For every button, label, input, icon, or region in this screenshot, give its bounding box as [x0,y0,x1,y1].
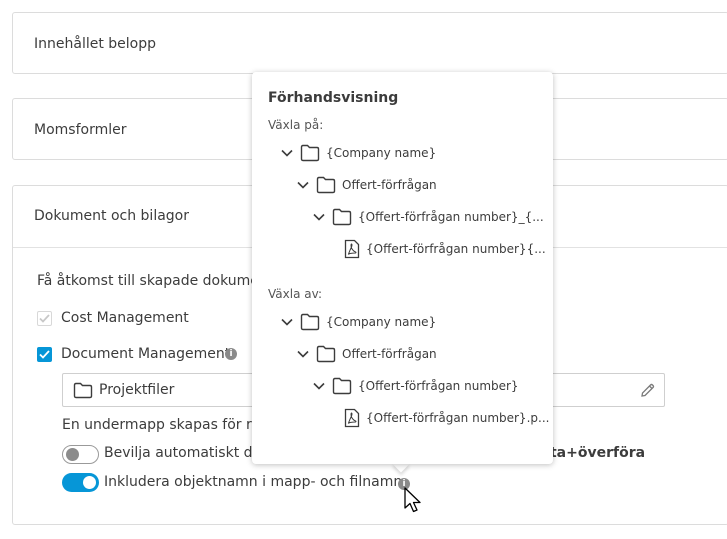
chevron-down-icon [313,213,325,221]
pdf-file-icon [344,239,360,259]
checkmark-icon [39,350,50,359]
chevron-down-icon [281,318,293,326]
toggle-knob [83,476,96,489]
pencil-icon[interactable] [639,382,656,399]
auto-grant-toggle[interactable] [62,445,99,464]
tree-item-label: {Offert-förfrågan number}.p... [366,411,550,425]
access-text: Få åtkomst till skapade dokumen [37,273,268,289]
folder-icon [332,208,352,226]
tree-item: {Company name} [280,142,436,164]
chevron-down-icon [281,149,293,157]
tree-item: {Offert-förfrågan number}{... [344,238,546,260]
preview-popover: Förhandsvisning Växla på: {Company name}… [252,72,553,464]
folder-icon [300,144,320,162]
folder-icon [332,377,352,395]
pdf-file-icon [344,408,360,428]
amount-panel[interactable]: Innehållet belopp [12,12,727,74]
tree-item-label: {Company name} [326,315,437,329]
cost-management-checkbox [37,311,52,326]
folder-icon [300,313,320,331]
tree-item: {Offert-förfrågan number}_{... [312,206,544,228]
document-management-label: Document Management [61,346,231,362]
tree-item-label: Offert-förfrågan [342,178,437,192]
tree-item-label: {Offert-förfrågan number}_{... [358,210,544,224]
folder-icon [316,176,336,194]
chevron-down-icon [297,350,309,358]
document-management-checkbox[interactable] [37,347,52,362]
tree-item: {Company name} [280,311,436,333]
cost-management-label: Cost Management [61,310,189,326]
info-icon[interactable]: i [398,478,410,490]
amount-panel-title: Innehållet belopp [34,36,157,52]
mouse-cursor-icon [404,487,421,513]
toggle-knob [66,448,79,461]
tree-item-label: {Company name} [326,146,437,160]
tree-item: Offert-förfrågan [296,174,437,196]
documents-panel-title[interactable]: Dokument och bilagor [34,208,189,224]
tree-item: Offert-förfrågan [296,343,437,365]
auto-grant-label-suffix: nta+överföra [540,445,646,461]
include-names-label: Inkludera objektnamn i mapp- och filnamn [104,474,403,490]
info-icon[interactable]: i [225,348,237,360]
vat-panel-title: Momsformler [34,122,127,138]
checkmark-icon [39,314,50,323]
tree-item-label: Offert-förfrågan [342,347,437,361]
chevron-down-icon [297,181,309,189]
folder-icon [316,345,336,363]
subfolder-text: En undermapp skapas för res [62,417,268,433]
popover-title: Förhandsvisning [268,90,399,106]
tree-item-label: {Offert-förfrågan number}{... [366,242,546,256]
toggle-off-label: Växla av: [268,287,323,301]
folder-field-value: Projektfiler [99,382,175,398]
chevron-down-icon [313,382,325,390]
include-names-toggle[interactable] [62,473,99,492]
folder-icon [73,382,93,399]
tree-item-label: {Offert-förfrågan number} [358,379,519,393]
auto-grant-label: Bevilja automatiskt de [104,445,262,461]
toggle-on-label: Växla på: [268,118,324,132]
tree-item: {Offert-förfrågan number}.p... [344,407,549,429]
tree-item: {Offert-förfrågan number} [312,375,519,397]
